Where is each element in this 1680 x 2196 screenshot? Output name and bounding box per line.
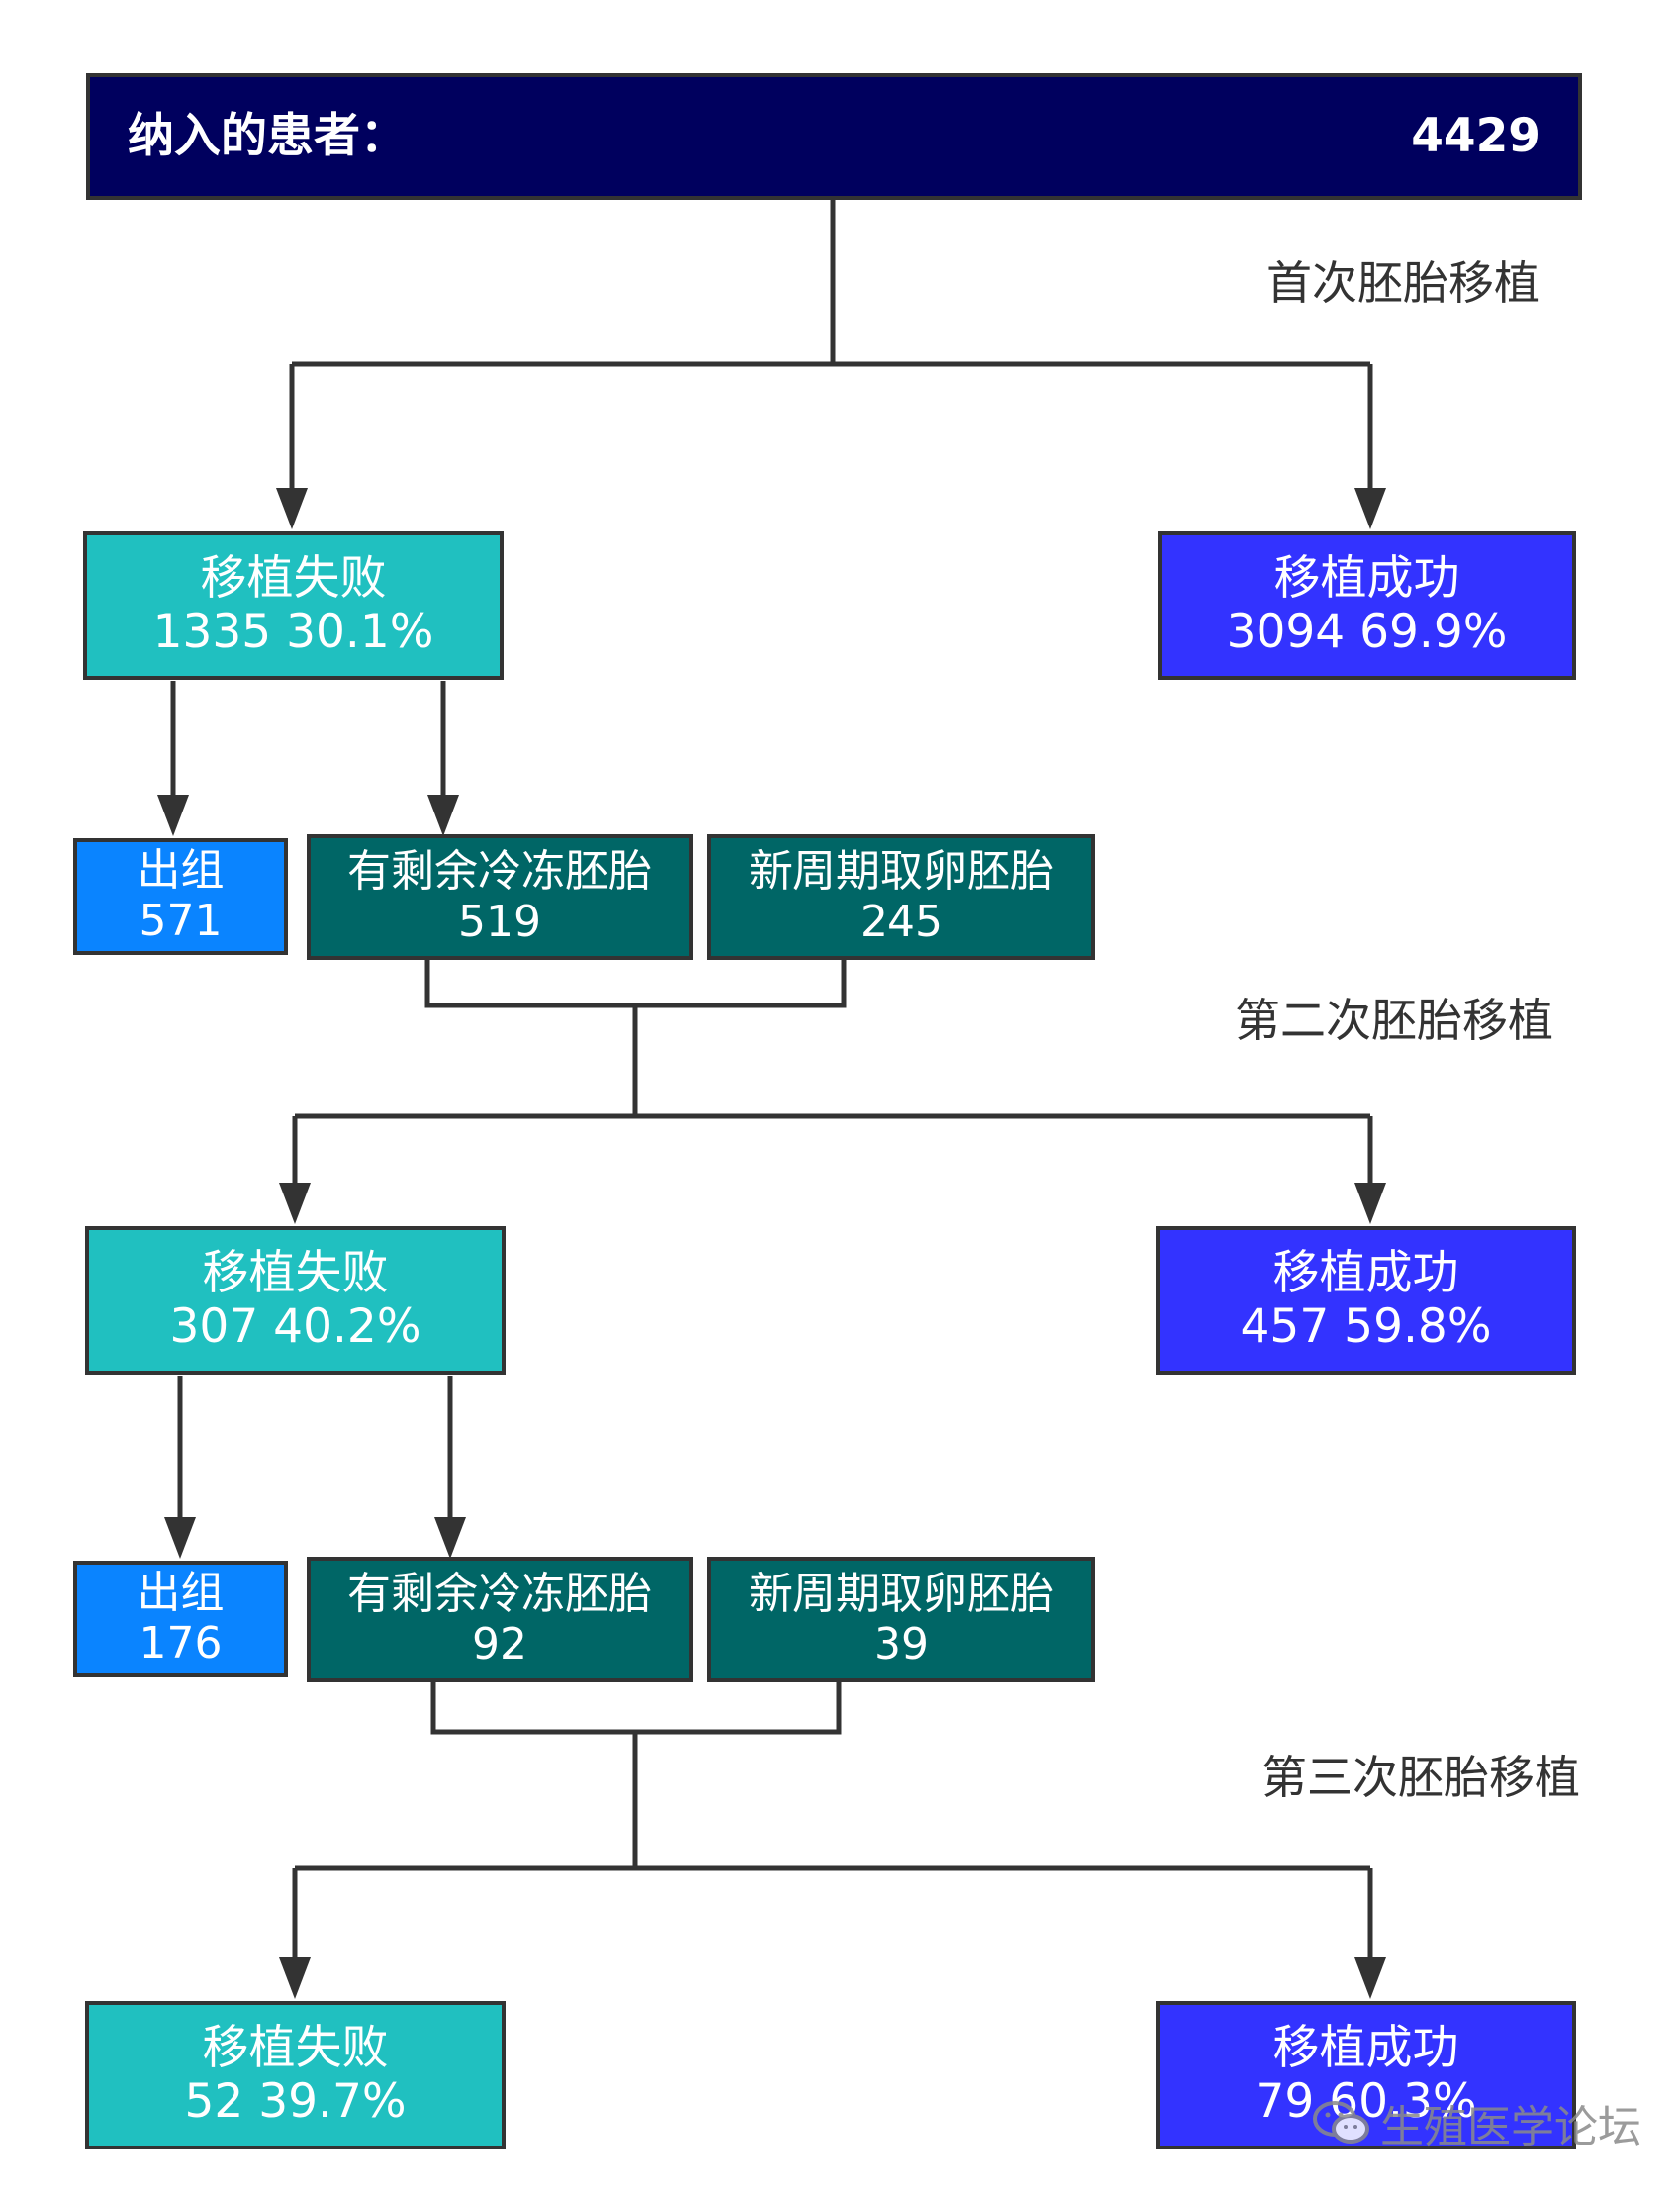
stage1-exit-label: 出组 — [137, 845, 225, 897]
stage2-newcycle-value: 39 — [874, 1618, 929, 1670]
stage3-success-value: 79 60.3% — [1255, 2074, 1477, 2129]
stage1-title: 首次胚胎移植 — [1266, 256, 1540, 310]
stage2-title: 第二次胚胎移植 — [1235, 994, 1553, 1047]
stage1-newcycle-value: 245 — [860, 896, 943, 947]
stage2-fail-box: 移植失败 307 40.2% — [85, 1226, 506, 1375]
wechat-icon — [1313, 2101, 1369, 2144]
root-label: 纳入的患者： — [128, 108, 407, 163]
stage1-success-label: 移植成功 — [1273, 550, 1460, 606]
stage2-frozen-label: 有剩余冷冻胚胎 — [347, 1568, 652, 1619]
stage3-title: 第三次胚胎移植 — [1261, 1751, 1580, 1804]
stage3-success-box: 移植成功 79 60.3% — [1156, 2001, 1576, 2149]
stage2-newcycle-box: 新周期取卵胚胎 39 — [707, 1557, 1095, 1682]
merge1-bracket — [424, 960, 847, 1008]
stage1-fail-label: 移植失败 — [200, 550, 387, 606]
arrowhead — [427, 795, 459, 836]
stage2-frozen-value: 92 — [472, 1618, 527, 1670]
arrowhead — [279, 1957, 311, 1999]
merge2-bracket — [430, 1682, 842, 1735]
stage1-newcycle-label: 新周期取卵胚胎 — [749, 845, 1054, 897]
stage1-fail-value: 1335 30.1% — [152, 605, 434, 659]
arrowhead — [157, 795, 189, 836]
stage2-success-value: 457 59.8% — [1240, 1299, 1492, 1354]
arrowhead — [1354, 1957, 1386, 1999]
stage2-fail-label: 移植失败 — [202, 1245, 389, 1300]
stage1-frozen-box: 有剩余冷冻胚胎 519 — [307, 834, 693, 960]
arrowhead — [1354, 1183, 1386, 1224]
stage1-exit-value: 571 — [139, 896, 223, 946]
stage2-exit-box: 出组 176 — [73, 1561, 288, 1677]
stage1-frozen-label: 有剩余冷冻胚胎 — [347, 845, 652, 897]
stage2-exit-value: 176 — [139, 1618, 223, 1669]
stage1-success-box: 移植成功 3094 69.9% — [1158, 531, 1576, 680]
stage2-exit-label: 出组 — [137, 1568, 225, 1619]
root-value: 4429 — [1411, 108, 1540, 163]
arrowhead — [279, 1183, 311, 1224]
arrowhead — [164, 1517, 196, 1559]
stage3-fail-label: 移植失败 — [202, 2020, 389, 2075]
stage2-newcycle-label: 新周期取卵胚胎 — [749, 1568, 1054, 1619]
stage1-frozen-value: 519 — [458, 896, 541, 947]
arrowhead — [1354, 488, 1386, 529]
stage2-success-box: 移植成功 457 59.8% — [1156, 1226, 1576, 1375]
stage2-frozen-box: 有剩余冷冻胚胎 92 — [307, 1557, 693, 1682]
stage3-fail-box: 移植失败 52 39.7% — [85, 2001, 506, 2149]
stage1-fail-box: 移植失败 1335 30.1% — [83, 531, 504, 680]
stage3-success-label: 移植成功 — [1272, 2020, 1459, 2075]
arrowhead — [276, 488, 308, 529]
watermark-text: 生殖医学论坛 — [1380, 2102, 1641, 2152]
arrowhead — [434, 1517, 466, 1559]
stage2-fail-value: 307 40.2% — [169, 1299, 421, 1354]
stage1-success-value: 3094 69.9% — [1226, 605, 1508, 659]
root-box: 纳入的患者： 4429 — [86, 73, 1582, 200]
stage1-exit-box: 出组 571 — [73, 838, 288, 955]
stage3-fail-value: 52 39.7% — [184, 2074, 407, 2129]
watermark: 生殖医学论坛 — [1311, 2091, 1641, 2154]
stage2-success-label: 移植成功 — [1272, 1245, 1459, 1300]
stage1-newcycle-box: 新周期取卵胚胎 245 — [707, 834, 1095, 960]
